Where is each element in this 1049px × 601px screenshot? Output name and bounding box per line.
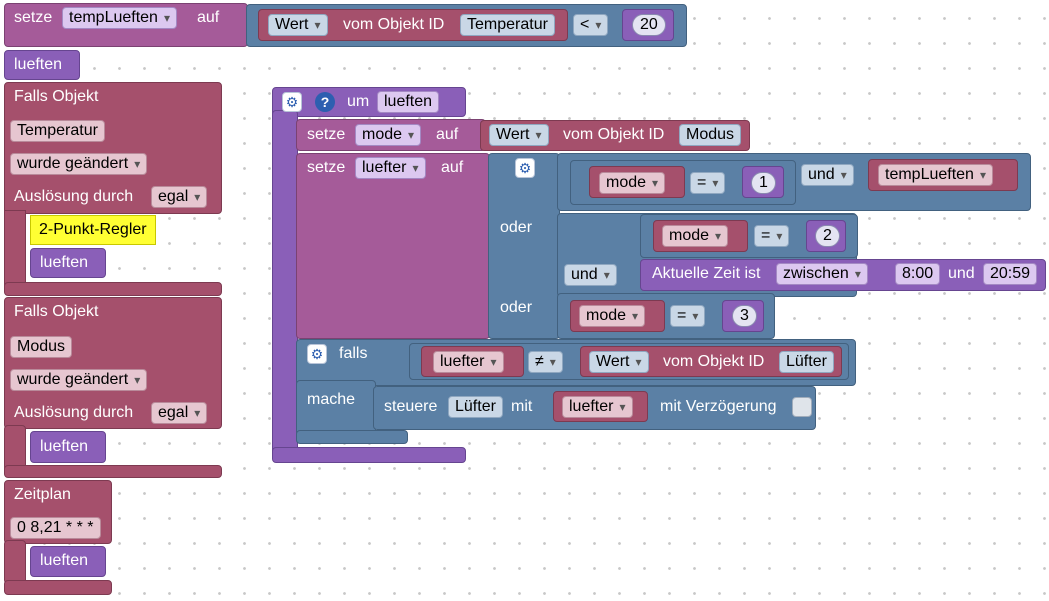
- mode-var-2[interactable]: mode: [662, 225, 729, 247]
- trigger1-call-label: lueften: [40, 254, 89, 271]
- oder-label-1: oder: [500, 219, 533, 236]
- schedule-call-label: lueften: [40, 552, 89, 569]
- gear-icon[interactable]: ⚙: [282, 92, 302, 112]
- if-gear-icon[interactable]: ⚙: [307, 344, 327, 364]
- variable-dropdown-templueften[interactable]: tempLueften: [62, 7, 177, 29]
- and-op-1[interactable]: und: [801, 164, 854, 186]
- object-id-modus[interactable]: Modus: [679, 124, 742, 146]
- object-id-temperatur[interactable]: Temperatur: [460, 14, 555, 36]
- ausloesung-label-2: Auslösung durch: [14, 404, 134, 421]
- call-lueften-block[interactable]: [4, 50, 80, 80]
- falls-objekt-label: Falls Objekt: [14, 88, 99, 105]
- object-id-luefter[interactable]: Lüfter: [779, 351, 834, 373]
- oder-label-2: oder: [500, 299, 533, 316]
- um-label: um: [347, 93, 370, 110]
- trigger2-mode-dropdown[interactable]: wurde geändert: [10, 369, 148, 391]
- wert-dropdown[interactable]: Wert: [268, 14, 328, 36]
- falls-vom-objekt-id: vom Objekt ID: [663, 353, 765, 370]
- luefter-variable-dropdown[interactable]: luefter: [355, 157, 426, 179]
- trigger-mode-dropdown[interactable]: wurde geändert: [10, 153, 148, 175]
- number-value-3[interactable]: 3: [732, 305, 757, 327]
- auf-luefter-label: auf: [441, 159, 464, 176]
- if-block-side: [296, 380, 376, 436]
- falls-label: falls: [339, 345, 368, 362]
- mache-label: mache: [307, 391, 356, 408]
- mode-var-1[interactable]: mode: [599, 172, 666, 194]
- trigger2-call-lueften[interactable]: [30, 431, 106, 463]
- set-luefter-block[interactable]: [296, 153, 490, 339]
- mode-vom-objekt-id: vom Objekt ID: [563, 126, 665, 143]
- setze-label: setze: [14, 9, 53, 26]
- trigger2-call-label: lueften: [40, 438, 89, 455]
- trigger-object-modus[interactable]: Modus: [10, 336, 73, 358]
- ausloesung-label: Auslösung durch: [14, 188, 134, 205]
- or-gear-icon[interactable]: ⚙: [515, 158, 535, 178]
- luefter-var-2[interactable]: luefter: [562, 396, 633, 418]
- help-icon[interactable]: ?: [315, 92, 335, 112]
- time-from-field[interactable]: 8:00: [895, 263, 941, 285]
- luefter-var[interactable]: luefter: [433, 351, 504, 373]
- schedule-bottom-bar: [4, 580, 112, 595]
- time-to-field[interactable]: 20:59: [983, 263, 1038, 285]
- schedule-call-lueften[interactable]: [30, 546, 106, 577]
- mit-label: mit: [511, 398, 533, 415]
- time-und-label: und: [948, 265, 975, 282]
- function-name-field[interactable]: lueften: [377, 91, 440, 113]
- auf-mode-label: auf: [436, 126, 459, 143]
- mit-verzoegerung-label: mit Verzögerung: [660, 398, 777, 415]
- trigger1-call-lueften[interactable]: [30, 248, 106, 278]
- steuere-label: steuere: [384, 398, 438, 415]
- ausloesung-dropdown-2[interactable]: egal: [151, 402, 208, 424]
- falls-objekt-label-2: Falls Objekt: [14, 303, 99, 320]
- falls-wert-dropdown[interactable]: Wert: [589, 351, 649, 373]
- setze-mode-label: setze: [307, 126, 346, 143]
- and-op-2[interactable]: und: [564, 264, 617, 286]
- number-value-20[interactable]: 20: [632, 14, 666, 36]
- number-value-2[interactable]: 2: [815, 225, 840, 247]
- function-bottom: [272, 447, 466, 463]
- control-target-luefter[interactable]: Lüfter: [448, 396, 503, 418]
- equals-op-1[interactable]: =: [690, 172, 726, 194]
- function-side: [272, 110, 298, 455]
- auf-label: auf: [197, 9, 220, 26]
- trigger-modus-bottom-bar: [4, 465, 222, 478]
- setze-luefter-label: setze: [307, 159, 346, 176]
- mode-var-3[interactable]: mode: [579, 305, 646, 327]
- equals-op-2[interactable]: =: [754, 225, 790, 247]
- trigger-temperatur-bottom-bar: [4, 282, 222, 296]
- delay-checkbox[interactable]: [792, 397, 812, 417]
- mode-variable-dropdown[interactable]: mode: [355, 124, 422, 146]
- mode-wert-dropdown[interactable]: Wert: [489, 124, 549, 146]
- if-block-bottom: [296, 430, 408, 444]
- aktuelle-zeit-label: Aktuelle Zeit ist: [652, 265, 761, 282]
- cron-field[interactable]: 0 8,21 * * *: [10, 517, 101, 539]
- trigger-object-temperatur[interactable]: Temperatur: [10, 120, 105, 142]
- templueften-var[interactable]: tempLueften: [878, 164, 993, 186]
- comment-2-punkt-regler[interactable]: 2-Punkt-Regler: [30, 215, 156, 245]
- schedule-foot: [4, 540, 26, 584]
- zwischen-dropdown[interactable]: zwischen: [776, 263, 868, 285]
- zeitplan-label: Zeitplan: [14, 486, 71, 503]
- operator-dropdown[interactable]: <: [573, 14, 609, 36]
- number-value-1[interactable]: 1: [751, 172, 776, 194]
- call-lueften-label: lueften: [14, 56, 63, 73]
- neq-op[interactable]: ≠: [528, 351, 563, 373]
- equals-op-3[interactable]: =: [670, 305, 706, 327]
- vom-objekt-id-label: vom Objekt ID: [343, 16, 445, 33]
- ausloesung-dropdown[interactable]: egal: [151, 186, 208, 208]
